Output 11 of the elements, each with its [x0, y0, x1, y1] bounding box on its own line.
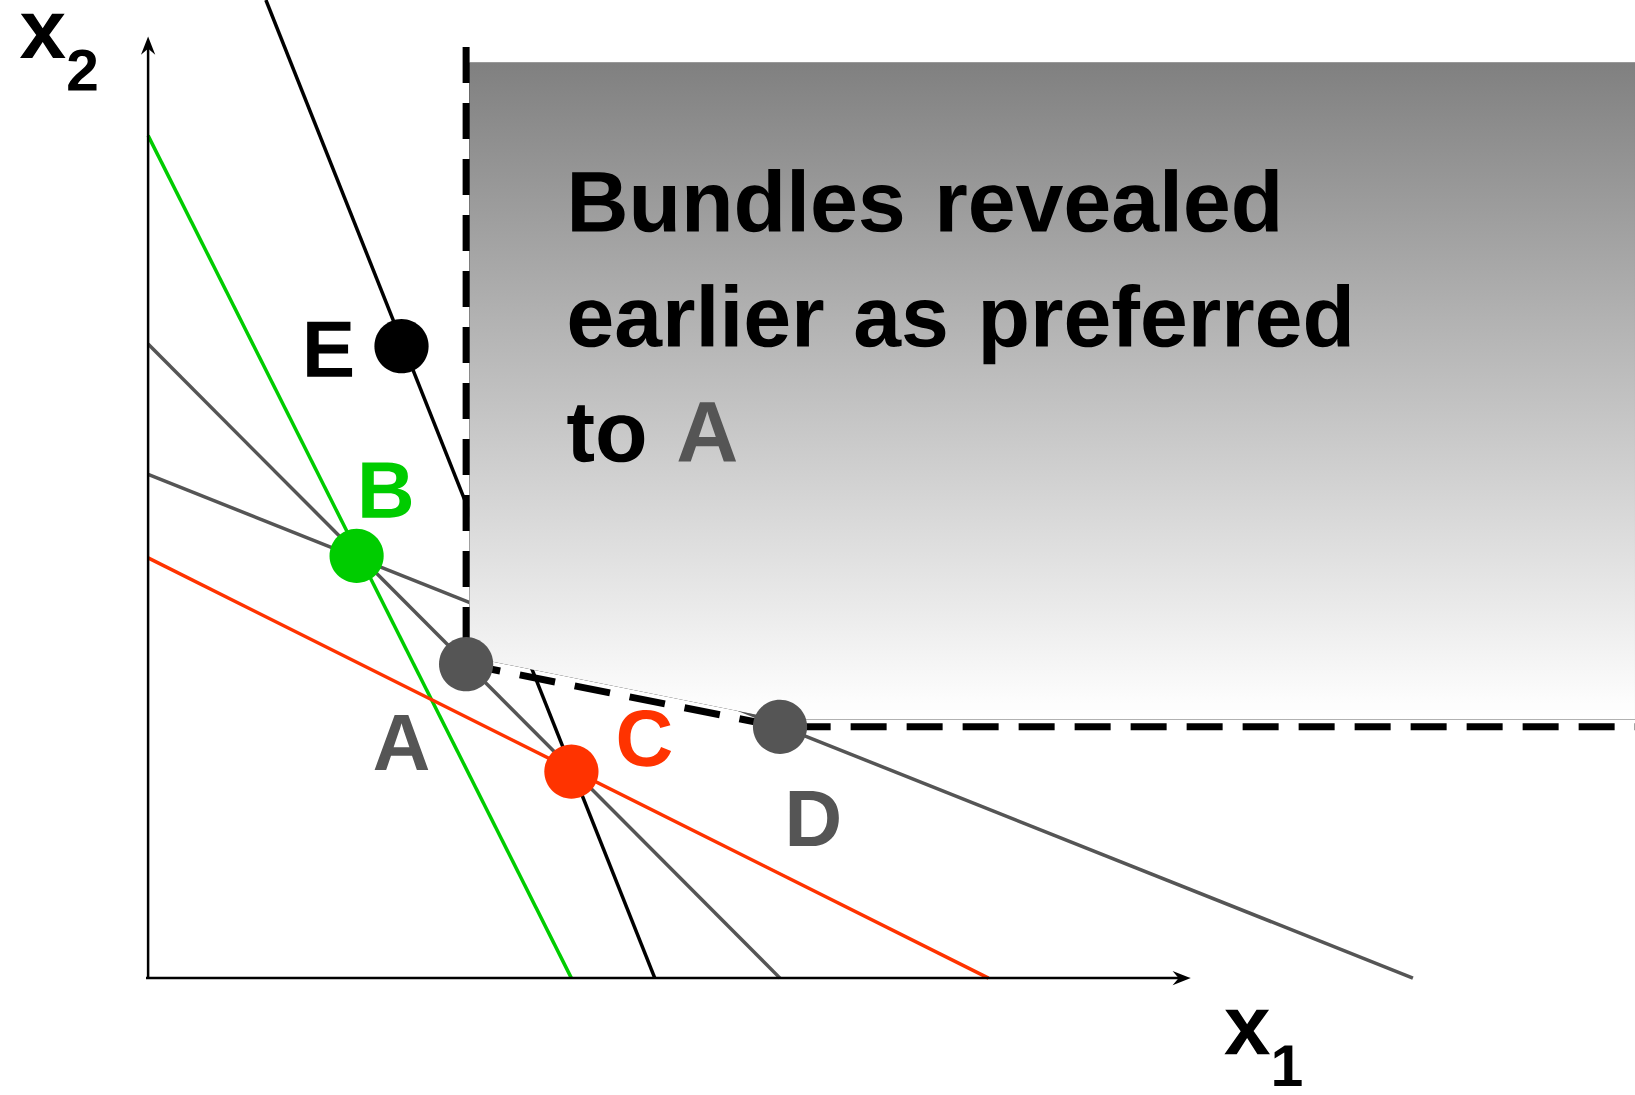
point-dot [752, 699, 808, 754]
point-label: D [789, 791, 839, 847]
point-dot [329, 528, 384, 583]
point-dot [544, 744, 599, 799]
axis-label: x$_{1}$ [1224, 1009, 1302, 1087]
point-label: B [362, 462, 412, 518]
axis-label: x$_{2}$ [20, 13, 97, 91]
point-dot [439, 637, 494, 692]
point-label: E [307, 321, 353, 377]
point-dot [374, 319, 429, 374]
point-label: A [374, 714, 429, 770]
